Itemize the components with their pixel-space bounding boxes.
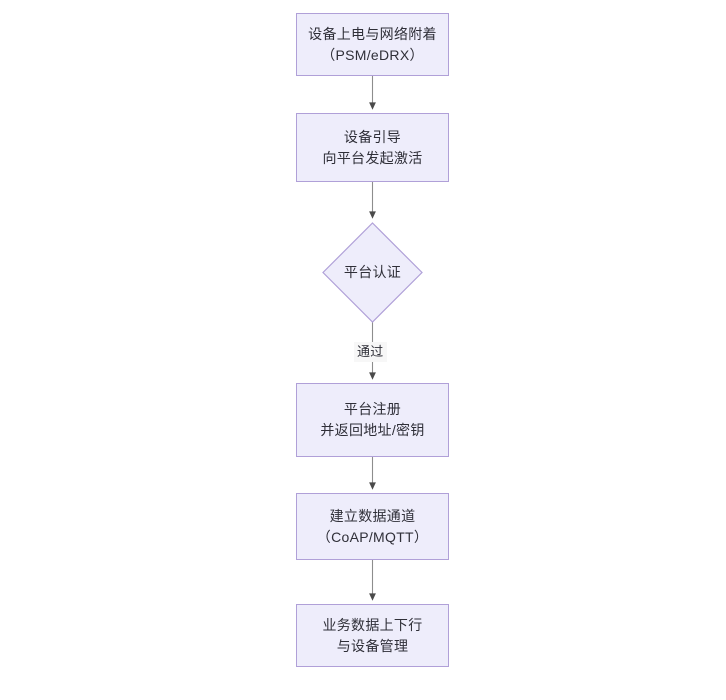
node-platform-registration[interactable]: 平台注册 并返回地址/密钥 (296, 383, 449, 457)
node-label-line2: 并返回地址/密钥 (320, 422, 425, 438)
node-label-line1: 设备引导 (343, 128, 402, 145)
node-label-line2: （PSM/eDRX） (321, 46, 424, 63)
node-label-line2: （CoAP/MQTT） (316, 528, 429, 545)
node-label-line1: 平台认证 (343, 264, 402, 280)
node-label-line2: 向平台发起激活 (322, 149, 423, 166)
edge-label-text: 通过 (357, 344, 384, 359)
edge-label-pass: 通过 (354, 342, 387, 362)
node-label-line1: 建立数据通道 (329, 507, 416, 524)
node-label-line2: 与设备管理 (336, 637, 409, 654)
node-device-power-on[interactable]: 设备上电与网络附着 （PSM/eDRX） (296, 13, 449, 76)
node-business-data-and-device-management[interactable]: 业务数据上下行 与设备管理 (296, 604, 449, 667)
node-device-bootstrap[interactable]: 设备引导 向平台发起激活 (296, 113, 449, 182)
node-data-channel[interactable]: 建立数据通道 （CoAP/MQTT） (296, 493, 449, 560)
node-label-line1: 平台注册 (343, 401, 402, 417)
node-platform-authentication[interactable]: 平台认证 (322, 222, 423, 323)
diamond-shape (322, 222, 423, 323)
node-label-line1: 业务数据上下行 (322, 616, 423, 633)
node-label-line1: 设备上电与网络附着 (308, 25, 437, 42)
